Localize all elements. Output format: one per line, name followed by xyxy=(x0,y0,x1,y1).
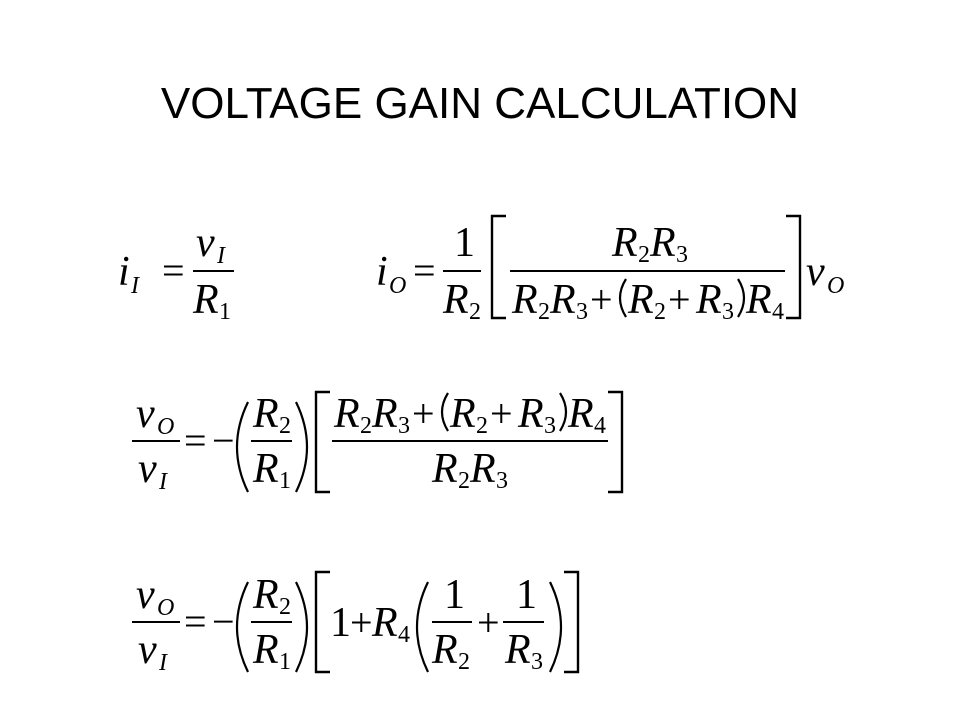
slide-title: VOLTAGE GAIN CALCULATION xyxy=(160,79,800,128)
svg-text:v: v xyxy=(136,391,155,437)
svg-text:O: O xyxy=(157,414,174,440)
svg-text:R: R xyxy=(549,277,576,323)
svg-text:R: R xyxy=(431,627,458,673)
svg-text:R: R xyxy=(611,220,638,266)
svg-text:v: v xyxy=(138,446,157,492)
svg-text:3: 3 xyxy=(544,413,556,439)
svg-text:2: 2 xyxy=(538,299,550,325)
svg-text:3: 3 xyxy=(676,242,688,268)
svg-text:=: = xyxy=(162,248,185,293)
svg-text:R: R xyxy=(567,391,594,437)
svg-text:I: I xyxy=(130,273,140,299)
svg-text:I: I xyxy=(216,243,226,269)
svg-text:+: + xyxy=(350,600,373,645)
svg-text:4: 4 xyxy=(772,299,784,325)
svg-text:2: 2 xyxy=(279,413,291,439)
svg-text:O: O xyxy=(389,273,406,299)
svg-text:2: 2 xyxy=(654,299,666,325)
svg-text:R: R xyxy=(469,446,496,492)
svg-text:R: R xyxy=(371,391,398,437)
svg-text:R: R xyxy=(252,391,279,437)
svg-text:2: 2 xyxy=(458,649,470,675)
svg-text:=: = xyxy=(413,248,436,293)
svg-text:−: − xyxy=(212,418,235,463)
svg-text:+: + xyxy=(490,391,513,436)
svg-text:4: 4 xyxy=(398,622,410,648)
svg-text:1: 1 xyxy=(454,220,475,266)
svg-text:R: R xyxy=(442,277,469,323)
svg-text:2: 2 xyxy=(476,413,488,439)
svg-text:+: + xyxy=(412,391,435,436)
svg-text:O: O xyxy=(157,595,174,621)
svg-text:4: 4 xyxy=(594,413,606,439)
svg-text:R: R xyxy=(517,391,544,437)
svg-text:R: R xyxy=(745,277,772,323)
svg-text:v: v xyxy=(806,249,825,295)
svg-text:R: R xyxy=(627,277,654,323)
svg-text:i: i xyxy=(376,249,388,295)
svg-text:R: R xyxy=(695,277,722,323)
svg-text:3: 3 xyxy=(496,468,508,494)
svg-text:v: v xyxy=(136,572,155,618)
svg-text:1: 1 xyxy=(279,468,291,494)
equation-input-current: i I = v I R 1 xyxy=(118,220,234,325)
svg-text:1: 1 xyxy=(516,572,537,618)
svg-text:1: 1 xyxy=(330,600,351,646)
svg-text:+: + xyxy=(477,600,500,645)
svg-text:=: = xyxy=(184,599,207,644)
svg-text:i: i xyxy=(118,249,130,295)
svg-text:O: O xyxy=(827,273,844,299)
svg-text:+: + xyxy=(668,277,691,322)
svg-text:I: I xyxy=(158,650,168,676)
svg-text:R: R xyxy=(192,277,219,323)
svg-text:1: 1 xyxy=(219,299,231,325)
svg-text:R: R xyxy=(649,220,676,266)
svg-text:1: 1 xyxy=(279,649,291,675)
svg-text:−: − xyxy=(212,599,235,644)
equation-output-current: i O = 1 R 2 R 2 R 3 R 2 R 3 + R 2 + R 3 … xyxy=(376,214,844,325)
svg-text:v: v xyxy=(138,627,157,673)
svg-text:R: R xyxy=(504,627,531,673)
svg-text:2: 2 xyxy=(360,413,372,439)
svg-text:3: 3 xyxy=(531,649,543,675)
svg-text:2: 2 xyxy=(279,594,291,620)
svg-text:+: + xyxy=(590,277,613,322)
svg-text:R: R xyxy=(449,391,476,437)
svg-text:3: 3 xyxy=(576,299,588,325)
svg-text:I: I xyxy=(158,469,168,495)
svg-text:R: R xyxy=(333,391,360,437)
svg-text:3: 3 xyxy=(722,299,734,325)
svg-text:1: 1 xyxy=(444,572,465,618)
svg-text:v: v xyxy=(196,220,215,266)
equation-voltage-gain-2: v O v I = − R 2 R 1 1 + R 4 1 R 2 + 1 R … xyxy=(132,570,580,676)
svg-text:R: R xyxy=(431,446,458,492)
svg-text:R: R xyxy=(252,446,279,492)
svg-text:2: 2 xyxy=(638,242,650,268)
svg-text:3: 3 xyxy=(398,413,410,439)
svg-text:R: R xyxy=(252,572,279,618)
svg-text:R: R xyxy=(252,627,279,673)
svg-text:R: R xyxy=(511,277,538,323)
svg-text:2: 2 xyxy=(469,299,481,325)
svg-text:R: R xyxy=(371,600,398,646)
svg-text:2: 2 xyxy=(458,468,470,494)
svg-text:=: = xyxy=(184,418,207,463)
equation-voltage-gain-1: v O v I = − R 2 R 1 R 2 R 3 + R 2 + R 3 … xyxy=(132,390,624,495)
